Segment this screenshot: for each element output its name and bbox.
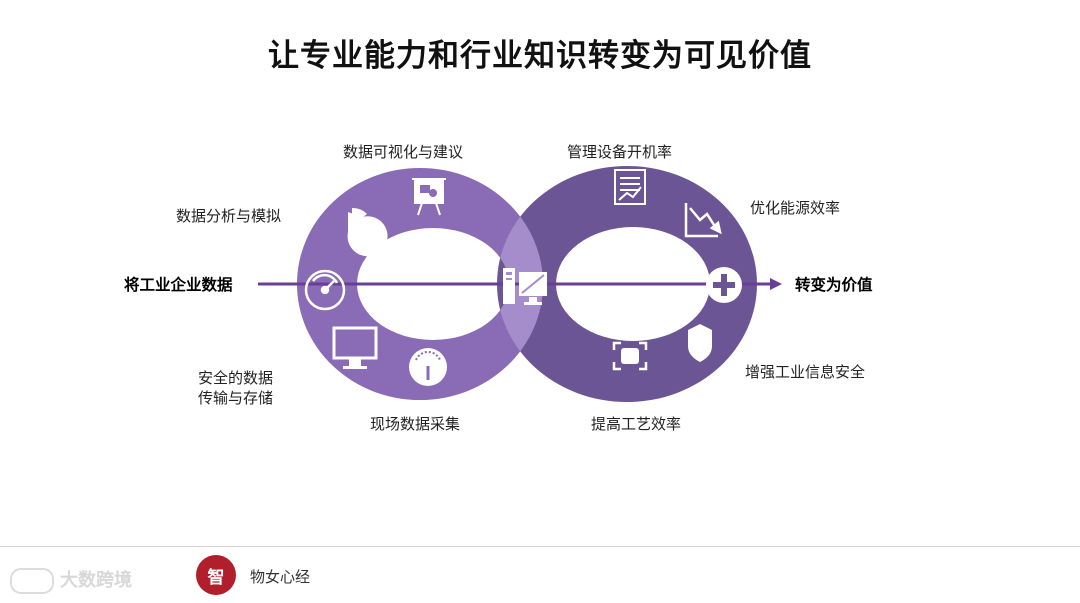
flow-arrow-head <box>770 278 782 290</box>
brand-logo-icon <box>10 568 54 594</box>
label-data-analysis: 数据分析与模拟 <box>176 207 282 225</box>
document-chart-icon <box>614 169 646 205</box>
label-secure-line2: 传输与存储 <box>198 389 274 407</box>
page-title: 让专业能力和行业知识转变为可见价值 <box>268 38 812 74</box>
seal-logo: 智 <box>196 555 236 595</box>
computer-icon <box>503 268 547 305</box>
focus-frame-icon <box>612 341 648 371</box>
shield-icon <box>688 324 712 362</box>
radar-icon <box>304 269 346 311</box>
label-left-start: 将工业企业数据 <box>124 276 233 294</box>
label-equipment-rate: 管理设备开机率 <box>567 143 673 161</box>
label-info-security: 增强工业信息安全 <box>745 363 866 381</box>
declining-chart-icon <box>684 203 722 238</box>
label-process-efficiency: 提高工艺效率 <box>591 415 682 433</box>
label-right-end: 转变为价值 <box>795 276 873 294</box>
label-secure-transfer: 安全的数据 传输与存储 <box>198 368 273 408</box>
presentation-icon <box>412 178 446 216</box>
plus-icon <box>706 267 742 303</box>
seal-char: 智 <box>207 568 225 588</box>
pie-chart-icon <box>347 207 388 257</box>
label-field-data: 现场数据采集 <box>370 415 461 433</box>
label-data-visualization: 数据可视化与建议 <box>343 143 464 161</box>
gauge-icon <box>409 348 447 386</box>
footer-divider <box>0 546 1080 547</box>
brand-left-text: 大数跨境 <box>60 570 132 591</box>
brand-watermark: 大数跨境 <box>10 566 132 594</box>
label-energy-efficiency: 优化能源效率 <box>750 199 841 217</box>
brand-right-text: 物女心经 <box>250 568 311 586</box>
label-secure-line1: 安全的数据 <box>198 369 274 387</box>
monitor-icon <box>332 326 378 369</box>
